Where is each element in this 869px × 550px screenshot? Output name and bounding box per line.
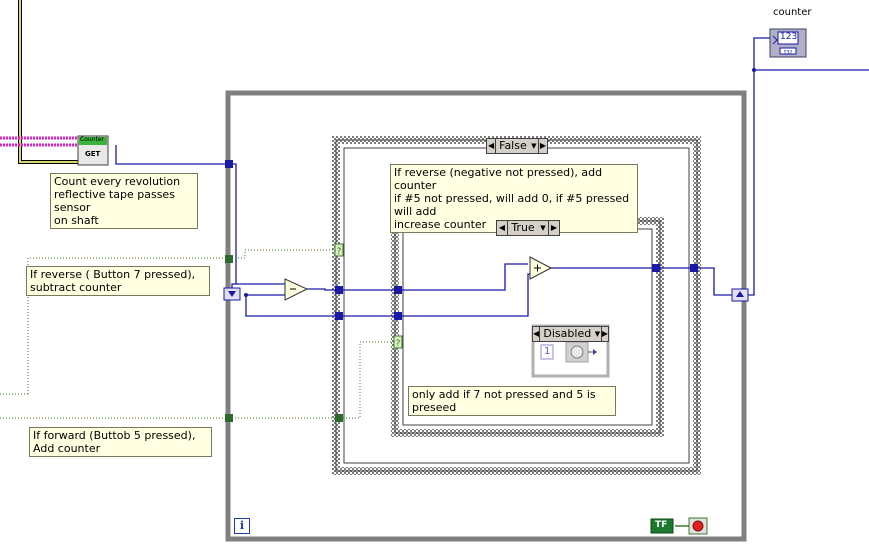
bool-constant-label: TF [655, 520, 668, 530]
inner-case-selector[interactable]: ◀ True ▼ ▶ [496, 220, 560, 236]
counter-get-node[interactable] [77, 135, 109, 166]
next-case-icon[interactable]: ▶ [600, 327, 608, 341]
while-loop-frame[interactable] [225, 90, 747, 542]
comment-reverse: If reverse ( Button 7 pressed), subtract… [26, 266, 210, 296]
svg-text:?: ? [337, 247, 342, 257]
prev-case-icon[interactable]: ◀ [487, 139, 497, 153]
counter-terminal-label: counter [773, 7, 812, 18]
svg-text:I32: I32 [783, 50, 792, 56]
shift-register-right[interactable] [731, 288, 749, 302]
loop-iteration-terminal: i [234, 518, 250, 534]
next-case-icon[interactable]: ▶ [548, 221, 559, 235]
outer-case-value: False [499, 139, 527, 152]
comment-forward: If forward (Buttob 5 pressed), Add count… [29, 427, 212, 457]
counter-get-title: Counter [80, 136, 104, 143]
prev-case-icon[interactable]: ◀ [497, 221, 508, 235]
stop-terminal[interactable] [675, 517, 708, 535]
counter-get-label: GET [85, 150, 101, 158]
chevron-down-icon[interactable]: ▼ [594, 330, 601, 338]
disabled-value: Disabled [543, 327, 592, 340]
constant-one: 1 [544, 346, 551, 357]
add-node[interactable] [529, 256, 553, 280]
refnum-wire[interactable] [18, 0, 80, 164]
comment-inner-case: only add if 7 not pressed and 5 is prese… [408, 386, 616, 416]
true-constant[interactable] [650, 518, 674, 534]
prev-case-icon[interactable]: ◀ [533, 327, 541, 341]
cluster-wire[interactable] [0, 136, 80, 147]
subtract-node[interactable] [284, 278, 309, 301]
tunnels[interactable] [225, 160, 698, 422]
case-selector-terminal-inner: ? [393, 335, 403, 349]
outer-case-selector[interactable]: ◀ False ▼ ▶ [486, 138, 548, 154]
next-case-icon[interactable]: ▶ [537, 139, 547, 153]
boolean-wires[interactable] [0, 249, 398, 419]
counter-terminal-value: 123 [780, 32, 798, 42]
counter-indicator-terminal[interactable]: I32 [769, 28, 807, 58]
disabled-selector[interactable]: ◀ Disabled ▼ ▶ [532, 326, 609, 342]
chevron-down-icon[interactable]: ▼ [531, 142, 537, 150]
inner-case-value: True [511, 221, 535, 234]
shift-register-left[interactable] [223, 287, 241, 301]
svg-text:?: ? [396, 339, 401, 349]
comment-count-revolution: Count every revolution reflective tape p… [50, 173, 198, 229]
chevron-down-icon[interactable]: ▼ [540, 224, 546, 232]
case-selector-terminal-outer: ? [334, 243, 344, 257]
